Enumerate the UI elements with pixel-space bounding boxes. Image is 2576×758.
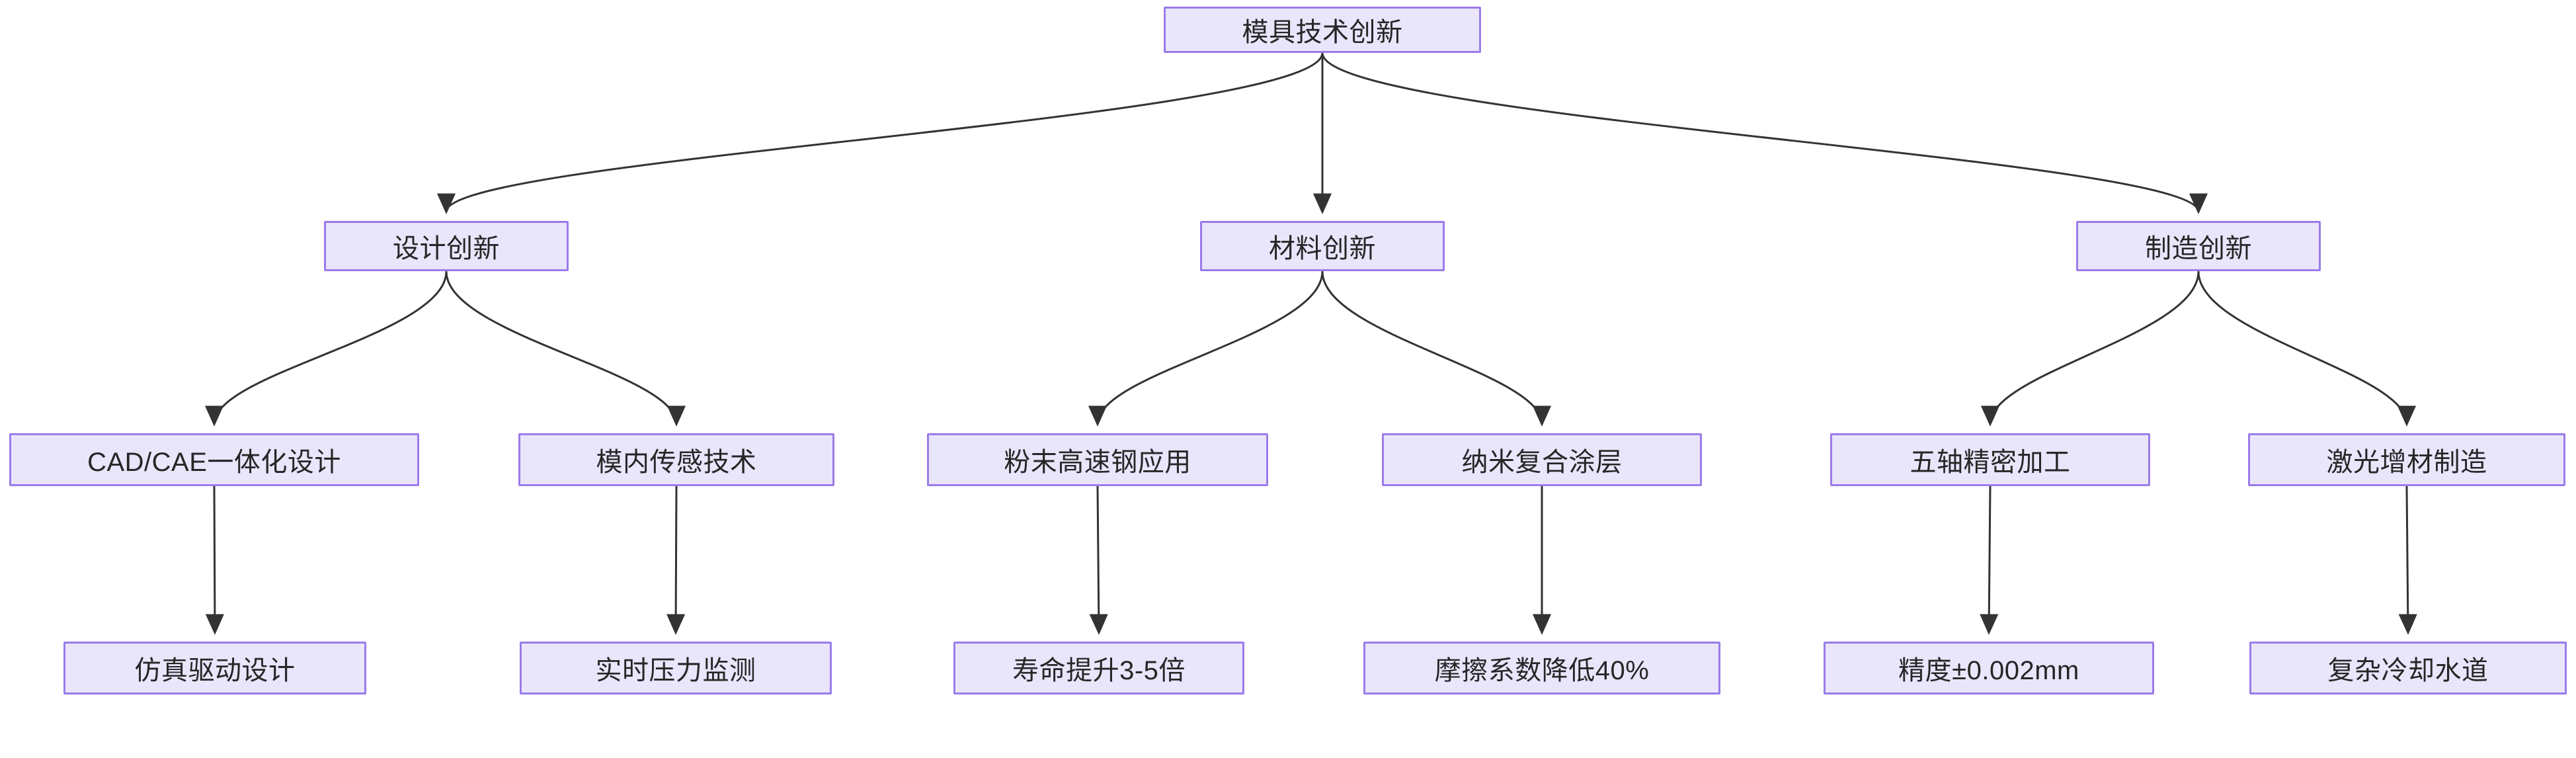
flow-node-label: 材料创新 xyxy=(1269,234,1376,263)
flow-edge-l3e-to-l4e xyxy=(1980,485,1999,635)
flow-edge-root-to-l2c xyxy=(1321,52,2208,214)
flow-edge-l3a-to-l4a xyxy=(205,485,224,635)
flow-node-label: CAD/CAE一体化设计 xyxy=(87,448,341,477)
flow-node-root[interactable]: 模具技术创新 xyxy=(1164,7,1481,53)
flow-node-l3d[interactable]: 纳米复合涂层 xyxy=(1382,433,1702,486)
flow-node-label: 激光增材制造 xyxy=(2326,448,2487,477)
flow-edge-l2b-to-l3c xyxy=(1088,271,1324,427)
flow-node-l4d[interactable]: 摩擦系数降低40% xyxy=(1363,642,1720,695)
flow-edge-l2b-to-l3d xyxy=(1321,271,1551,427)
flow-node-l4b[interactable]: 实时压力监测 xyxy=(520,642,832,695)
flow-edge-l2c-to-l3f xyxy=(2197,271,2416,427)
flow-node-l2b[interactable]: 材料创新 xyxy=(1200,221,1445,271)
flow-node-label: 五轴精密加工 xyxy=(1910,448,2071,477)
flow-node-label: 模具技术创新 xyxy=(1242,18,1403,47)
flow-edge-l3f-to-l4f xyxy=(2398,485,2417,635)
flow-edge-root-to-l2a xyxy=(437,52,1324,214)
flow-node-l3b[interactable]: 模内传感技术 xyxy=(518,433,834,486)
flow-node-label: 粉末高速钢应用 xyxy=(1004,448,1191,477)
flow-edge-l2a-to-l3a xyxy=(205,271,448,427)
flow-node-label: 仿真驱动设计 xyxy=(134,656,296,685)
flow-edge-l2a-to-l3b xyxy=(445,271,686,427)
flow-node-label: 寿命提升3-5倍 xyxy=(1012,656,1186,685)
flow-edge-l3c-to-l4c xyxy=(1089,485,1108,635)
flow-node-l4a[interactable]: 仿真驱动设计 xyxy=(63,642,366,695)
flow-node-l3c[interactable]: 粉末高速钢应用 xyxy=(927,433,1268,486)
flow-node-l4e[interactable]: 精度±0.002mm xyxy=(1824,642,2154,695)
flow-node-label: 精度±0.002mm xyxy=(1898,656,2079,685)
flow-node-label: 模内传感技术 xyxy=(596,448,757,477)
flow-node-l2a[interactable]: 设计创新 xyxy=(324,221,569,271)
flow-node-label: 实时压力监测 xyxy=(595,656,756,685)
flow-node-l2c[interactable]: 制造创新 xyxy=(2076,221,2321,271)
flow-node-l3e[interactable]: 五轴精密加工 xyxy=(1830,433,2150,486)
flow-node-l3a[interactable]: CAD/CAE一体化设计 xyxy=(9,433,419,486)
flow-node-l4c[interactable]: 寿命提升3-5倍 xyxy=(953,642,1244,695)
flow-node-label: 制造创新 xyxy=(2145,234,2252,263)
flow-node-label: 复杂冷却水道 xyxy=(2327,656,2489,685)
flow-node-l3f[interactable]: 激光增材制造 xyxy=(2248,433,2565,486)
flow-node-l4f[interactable]: 复杂冷却水道 xyxy=(2249,642,2567,695)
flow-node-label: 摩擦系数降低40% xyxy=(1434,656,1650,685)
flow-node-label: 纳米复合涂层 xyxy=(1461,448,1623,477)
flow-node-label: 设计创新 xyxy=(393,234,500,263)
flow-edge-l2c-to-l3e xyxy=(1981,271,2200,427)
